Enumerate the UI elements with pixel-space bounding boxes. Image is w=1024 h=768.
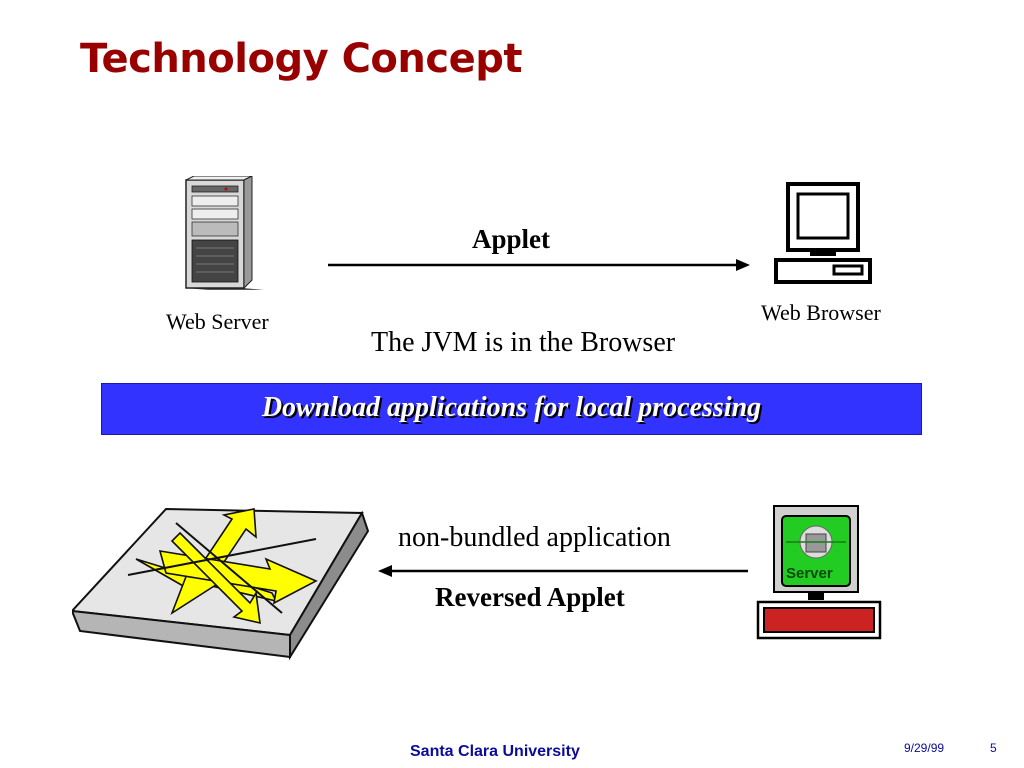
banner: Download applications for local processi… (101, 383, 922, 435)
reversed-applet-label: Reversed Applet (435, 582, 625, 612)
jvm-caption: The JVM is in the Browser (371, 327, 676, 358)
footer-organization: Santa Clara University (410, 743, 580, 760)
footer-page-number: 5 (990, 741, 997, 755)
web-server-label: Web Server (166, 309, 269, 334)
web-server-tower-icon (185, 176, 264, 290)
applet-label: Applet (472, 224, 551, 254)
network-switch-icon (72, 507, 370, 661)
applet-arrow (328, 259, 750, 271)
banner-text: Download applications for local processi… (261, 392, 762, 423)
slide-title: Technology Concept (80, 36, 522, 82)
non-bundled-label: non-bundled application (398, 522, 671, 553)
reversed-applet-arrow (378, 565, 748, 577)
footer-date: 9/29/99 (904, 741, 945, 755)
web-browser-label: Web Browser (761, 300, 881, 325)
server-workstation-icon (756, 505, 882, 640)
server-screen-label: Server (786, 565, 833, 582)
computer-monitor-icon (774, 182, 872, 284)
